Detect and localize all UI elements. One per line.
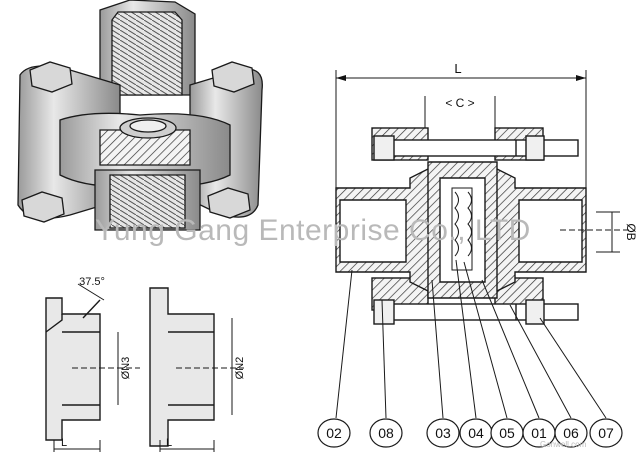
dim-overall-length: L [454, 61, 461, 76]
dim-n3: ØN3 [120, 357, 132, 380]
dim-length-left: L [61, 437, 67, 449]
part-label: 07 [598, 425, 614, 441]
callout-03 [426, 418, 460, 448]
dim-bore: ØB [624, 223, 638, 240]
part-label: 02 [326, 425, 342, 441]
part-label: 06 [563, 425, 579, 441]
leader-lines [335, 259, 607, 419]
section-view [335, 70, 632, 325]
watermark: Yung Gang Enterprise Co., LTD [95, 214, 531, 247]
credit-text: Gonwell.com [540, 440, 587, 449]
cutaway-view [17, 0, 263, 231]
detail-right [149, 287, 244, 452]
dim-length-right: L [166, 437, 172, 449]
dim-n2: ØN2 [234, 357, 246, 380]
callout-08 [369, 418, 403, 448]
part-label: 03 [435, 425, 451, 441]
callout-06 [554, 418, 588, 448]
callout-02 [317, 418, 351, 448]
part-label: 04 [468, 425, 484, 441]
detail-left [45, 283, 140, 452]
part-callouts [317, 418, 623, 448]
angle-label: 37.5° [79, 276, 105, 288]
part-label: 08 [378, 425, 394, 441]
dim-center: < C > [445, 96, 474, 110]
part-label: 01 [531, 425, 547, 441]
callout-07 [589, 418, 623, 448]
part-label: 05 [499, 425, 515, 441]
